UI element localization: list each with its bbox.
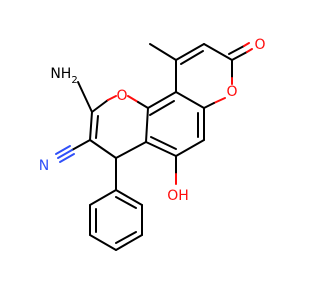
nh2-main: NH xyxy=(50,66,71,82)
oh-text: OH xyxy=(167,188,189,204)
bond xyxy=(180,50,204,65)
bond xyxy=(127,95,139,103)
bond xyxy=(91,99,109,113)
molecule-structure: NH2 O O O N OH xyxy=(39,37,266,251)
bond xyxy=(77,81,93,113)
bond xyxy=(59,153,75,163)
bond xyxy=(89,111,93,141)
bond xyxy=(107,95,117,101)
bond xyxy=(175,43,205,61)
bond xyxy=(231,51,248,61)
bond xyxy=(150,136,177,150)
bond xyxy=(115,189,143,206)
bond xyxy=(149,100,175,116)
bond xyxy=(115,234,143,251)
bond xyxy=(57,149,73,159)
bond xyxy=(213,97,226,104)
bond xyxy=(89,139,117,159)
o-lactone-ring-label: O xyxy=(226,84,237,100)
nh2-label: NH2 xyxy=(50,66,77,86)
oh-label: OH xyxy=(167,188,189,204)
bond xyxy=(89,189,117,206)
bond xyxy=(145,141,177,157)
bonds xyxy=(55,42,253,251)
bond xyxy=(89,234,117,251)
bond xyxy=(71,139,91,151)
bond xyxy=(149,43,177,61)
bond xyxy=(145,107,149,143)
bond xyxy=(115,231,137,244)
o-carbonyl-label: O xyxy=(254,37,265,53)
molecule-canvas: NH2 O O O N OH xyxy=(38,37,266,251)
bond xyxy=(175,91,205,109)
bond xyxy=(246,48,253,53)
bond xyxy=(115,141,147,159)
nh2-subscript: 2 xyxy=(71,75,77,86)
bond xyxy=(147,91,177,109)
bond xyxy=(228,45,245,55)
bond xyxy=(203,43,233,61)
bond xyxy=(243,42,250,47)
bond xyxy=(115,196,137,209)
bond xyxy=(175,139,205,157)
bond xyxy=(137,101,149,109)
bond xyxy=(95,115,99,139)
atom-labels: NH2 O O O N OH xyxy=(39,37,266,204)
n-nitrile-label: N xyxy=(39,158,49,174)
bond xyxy=(203,102,215,109)
o-pyran-label: O xyxy=(116,88,127,104)
bond xyxy=(55,145,71,155)
